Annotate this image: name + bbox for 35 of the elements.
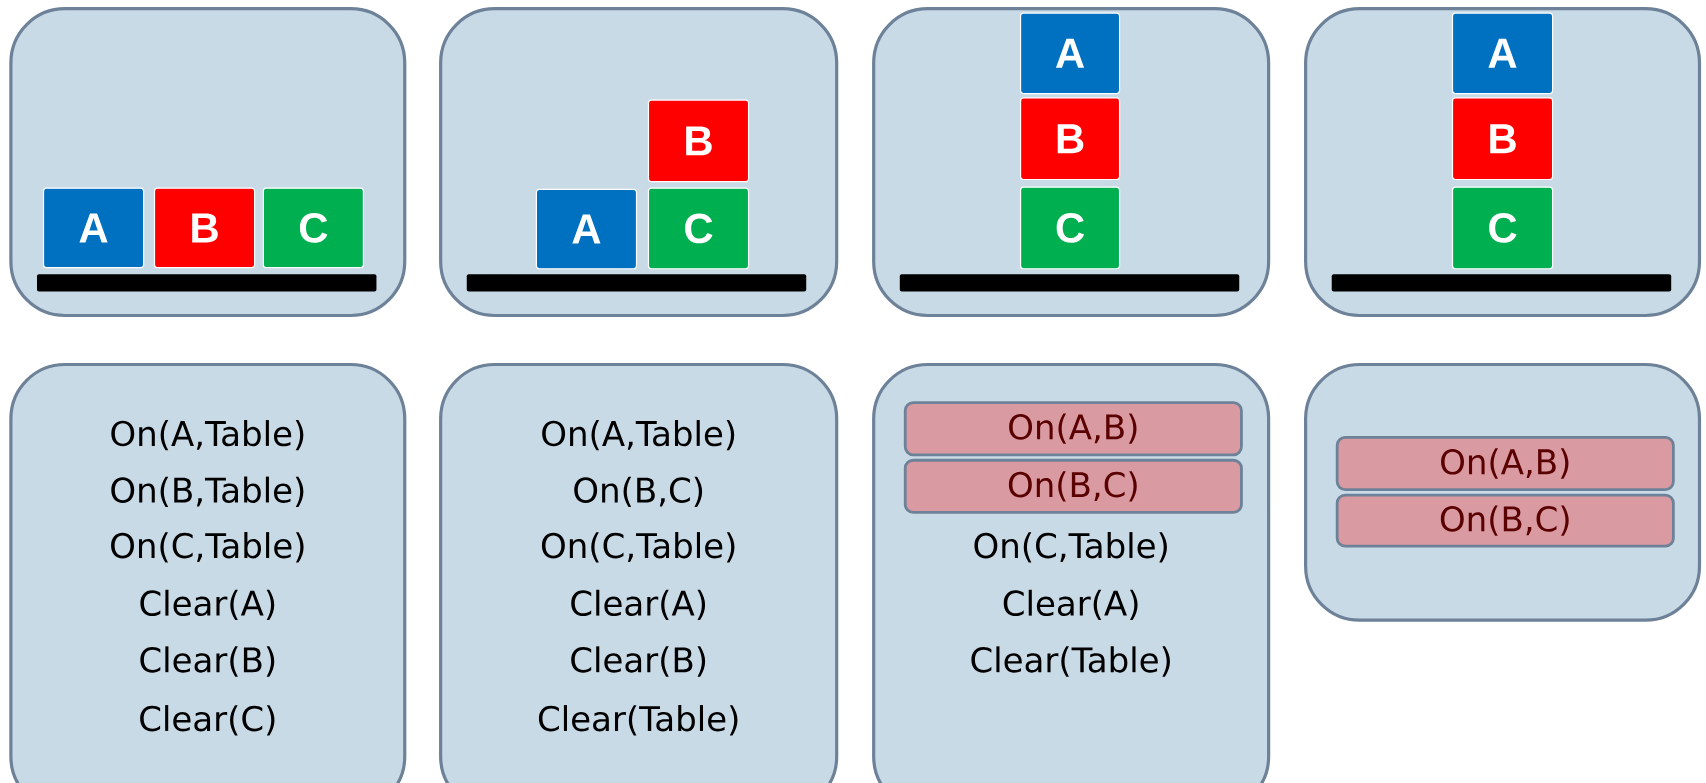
highlighted-condition: On(A,B) bbox=[1335, 435, 1675, 491]
condition-text: On(A,Table) bbox=[542, 419, 735, 451]
highlighted-condition: On(A,B) bbox=[903, 401, 1243, 456]
letter-block: A bbox=[1019, 12, 1121, 94]
letter-block: A bbox=[535, 188, 638, 270]
condition-text: Clear(Table) bbox=[538, 704, 738, 736]
letter-block: B bbox=[1451, 97, 1554, 180]
condition-text: On(A,Table) bbox=[111, 419, 304, 451]
letter-block: A bbox=[1451, 12, 1554, 94]
table-bar bbox=[37, 274, 377, 292]
condition-text: On(B,C) bbox=[574, 476, 703, 507]
condition-text: Clear(A) bbox=[1003, 589, 1138, 620]
letter-block: B bbox=[153, 187, 256, 269]
condition-text: Clear(A) bbox=[571, 589, 706, 620]
condition-text: Clear(Table) bbox=[971, 646, 1170, 677]
condition-text: On(B,Table) bbox=[111, 476, 304, 507]
highlighted-condition: On(B,C) bbox=[903, 458, 1243, 514]
condition-text: Clear(B) bbox=[571, 646, 706, 677]
letter-block: C bbox=[1451, 186, 1554, 270]
letter-block: C bbox=[1019, 186, 1121, 270]
condition-text: Clear(C) bbox=[140, 704, 275, 736]
table-bar bbox=[1331, 274, 1672, 292]
letter-block: A bbox=[42, 187, 145, 269]
letter-block: B bbox=[1019, 97, 1121, 180]
letter-block: C bbox=[647, 187, 750, 270]
letter-block: C bbox=[262, 187, 364, 269]
condition-text: Clear(A) bbox=[140, 589, 275, 620]
letter-block: B bbox=[647, 99, 750, 183]
table-bar bbox=[466, 274, 807, 292]
highlighted-condition: On(B,C) bbox=[1335, 493, 1675, 548]
condition-text: On(C,Table) bbox=[111, 531, 304, 563]
table-bar bbox=[899, 274, 1240, 292]
condition-text: On(C,Table) bbox=[974, 531, 1167, 563]
condition-text: On(C,Table) bbox=[541, 531, 735, 563]
condition-text: Clear(B) bbox=[140, 646, 275, 677]
